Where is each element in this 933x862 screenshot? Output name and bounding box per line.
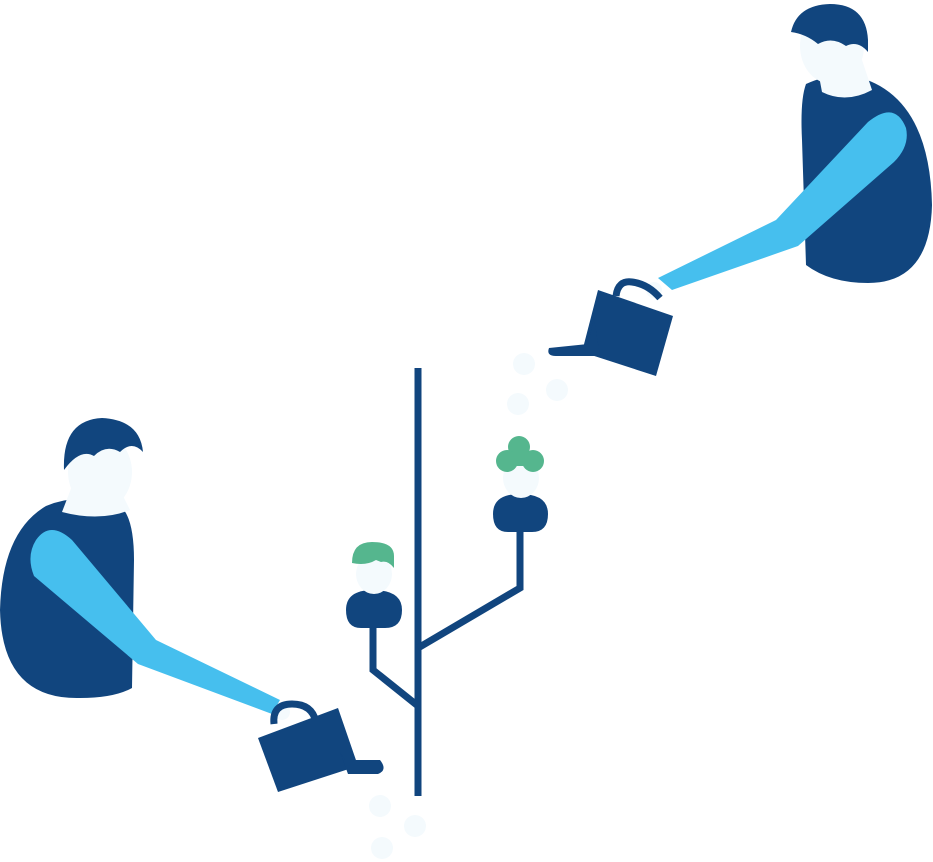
- person-hair: [791, 4, 868, 52]
- droplet: [507, 393, 529, 415]
- can-spout: [548, 318, 600, 356]
- plant-branch-left: [369, 616, 421, 709]
- watering-can-bottom-left: [258, 700, 384, 792]
- person-bottom-left: [0, 418, 290, 720]
- droplet: [371, 837, 393, 859]
- plant-branch-right: [416, 524, 524, 652]
- water-droplets-lower: [369, 795, 426, 859]
- sprout-leaf-hair: [352, 542, 394, 568]
- person-arm: [30, 530, 281, 714]
- sprout-body: [493, 494, 548, 532]
- can-handle: [270, 700, 320, 725]
- sprout-head-right: [493, 436, 548, 532]
- can-spout: [340, 752, 384, 774]
- water-droplets-upper: [507, 353, 568, 415]
- can-body: [582, 290, 673, 376]
- sprout-body: [346, 590, 402, 628]
- droplet: [404, 815, 426, 837]
- sprout-face: [356, 554, 392, 594]
- person-top-right: [646, 4, 932, 298]
- person-hair: [63, 418, 143, 470]
- sprout-leaf-hair: [496, 436, 544, 472]
- sprout-head-left: [346, 542, 402, 628]
- person-arm: [658, 112, 907, 290]
- droplet: [513, 353, 535, 375]
- can-handle: [612, 278, 663, 301]
- droplet: [546, 379, 568, 401]
- watering-can-top-right: [548, 278, 673, 376]
- droplet: [369, 795, 391, 817]
- plant: [369, 368, 524, 796]
- can-body: [258, 708, 358, 792]
